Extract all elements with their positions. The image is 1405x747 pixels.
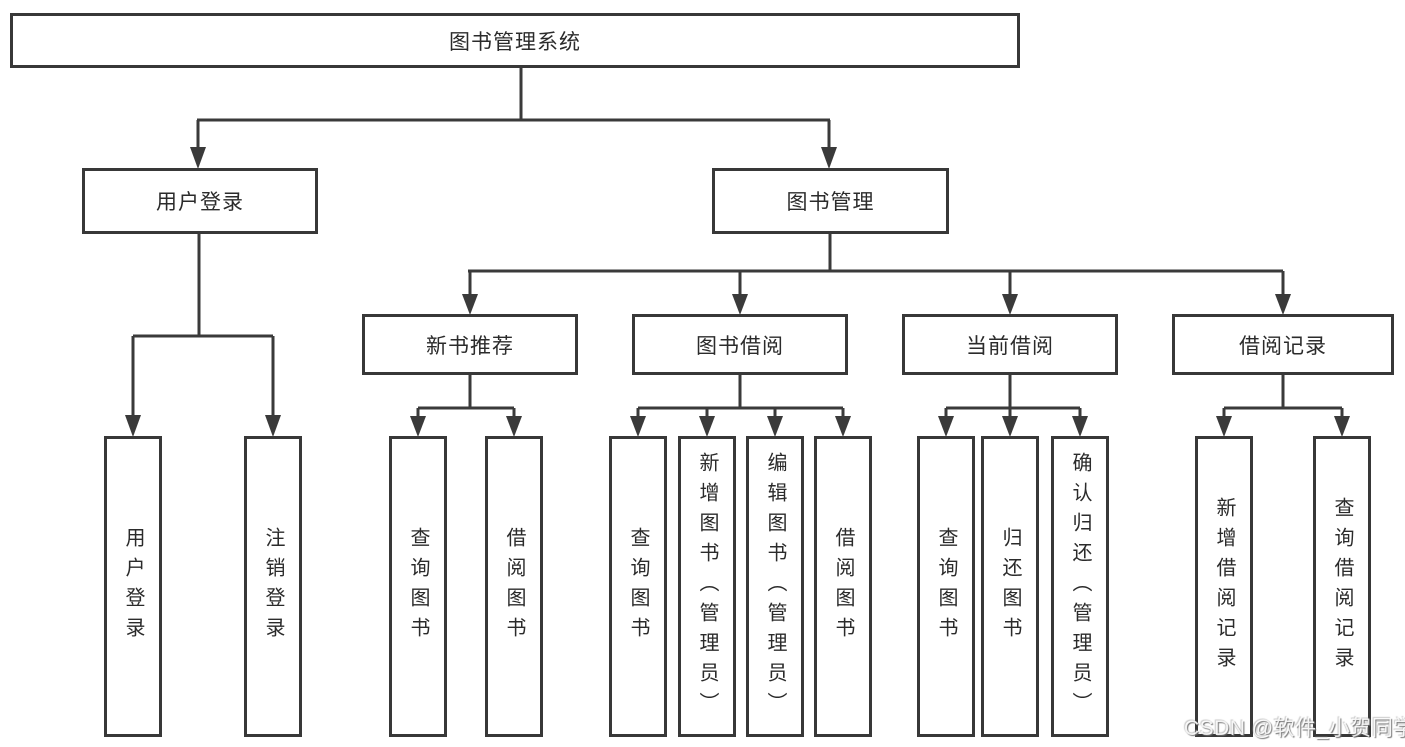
node-current-borrow: 当前借阅 [902,314,1118,375]
leaf-newbook-borrow-books: 借阅图书 [485,436,543,737]
leaf-records-query: 查询借阅记录 [1313,436,1371,737]
leaf-logout: 注销登录 [244,436,302,737]
leaf-current-query-books: 查询图书 [917,436,975,737]
node-user-login: 用户登录 [82,168,318,234]
leaf-records-add: 新增借阅记录 [1195,436,1253,737]
leaf-current-return-books: 归还图书 [981,436,1039,737]
node-book-management: 图书管理 [712,168,949,234]
leaf-newbook-query-books: 查询图书 [389,436,447,737]
node-book-borrow: 图书借阅 [632,314,848,375]
leaf-current-confirm-return-admin: 确认归还（管理员） [1051,436,1109,737]
leaf-borrow-edit-books-admin: 编辑图书（管理员） [746,436,804,737]
connector-book-mgmt-to-level3 [462,233,1291,315]
connector-user-login-to-leaves [125,233,281,437]
connector-newbook-to-leaves [410,375,522,437]
leaf-borrow-query-books: 查询图书 [609,436,667,737]
leaf-borrow-add-books-admin: 新增图书（管理员） [678,436,736,737]
connector-records-to-leaves [1216,375,1350,437]
leaf-user-login: 用户登录 [104,436,162,737]
node-root: 图书管理系统 [10,13,1020,68]
connector-borrow-to-leaves [630,375,851,437]
node-new-book-recommend: 新书推荐 [362,314,578,375]
csdn-watermark: CSDN @软件_小贺同学 [1184,717,1405,740]
leaf-borrow-borrow-books: 借阅图书 [814,436,872,737]
connector-current-to-leaves [938,375,1088,437]
connector-root-to-level2 [190,68,837,169]
node-borrow-records: 借阅记录 [1172,314,1394,375]
